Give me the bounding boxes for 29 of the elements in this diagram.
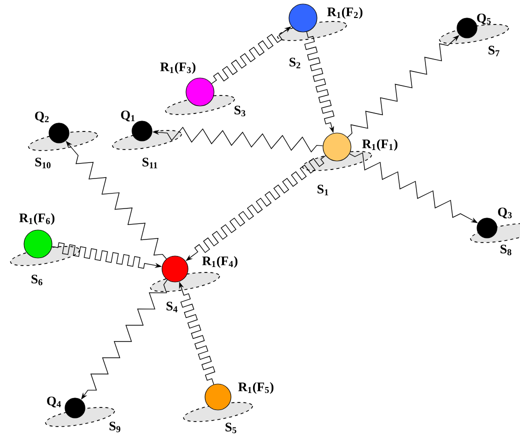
ball-label: Q$_{2}$ — [35, 112, 49, 122]
ball-on-disk — [28, 122, 98, 151]
ball-on-disk — [112, 120, 182, 150]
disk-label: S$_{8}$ — [500, 244, 512, 256]
disk-label: S$_{7}$ — [488, 46, 500, 56]
ball-label: R$_{1}$(F$_{6}$) — [19, 213, 54, 225]
disk-label: S$_{6}$ — [32, 274, 42, 286]
disk-label: S$_{1}$ — [318, 184, 328, 196]
ball-label: R$_{1}$(F$_{1}$) — [362, 139, 398, 151]
ball-on-disk — [10, 230, 80, 266]
ball-label: Q$_{4}$ — [47, 396, 61, 408]
ball-label: Q$_{5}$ — [477, 14, 491, 24]
ball-label: Q$_{3}$ — [498, 208, 512, 218]
ball-label: R$_{1}$(F$_{2}$) — [327, 7, 362, 19]
ball-label: R$_{1}$(F$_{5}$) — [238, 382, 274, 394]
ball-on-disk — [302, 132, 372, 171]
ball-label: R$_{1}$(F$_{4}$) — [202, 256, 238, 268]
ball-on-disk — [183, 384, 253, 422]
disk-label: S$_{5}$ — [226, 422, 236, 434]
disk-label: S$_{10}$ — [35, 158, 51, 168]
ball-on-disk — [470, 218, 520, 243]
ball-on-disk — [165, 78, 235, 115]
disk-label: S$_{2}$ — [290, 58, 300, 68]
ball-label: R$_{1}$(F$_{3}$) — [160, 62, 196, 74]
disk-label: S$_{4}$ — [166, 302, 178, 312]
ball-label: Q$_{1}$ — [121, 110, 135, 122]
disk-label: S$_{9}$ — [110, 422, 120, 432]
disk-label: S$_{3}$ — [234, 106, 246, 116]
disk-label: S$_{11}$ — [142, 158, 158, 168]
